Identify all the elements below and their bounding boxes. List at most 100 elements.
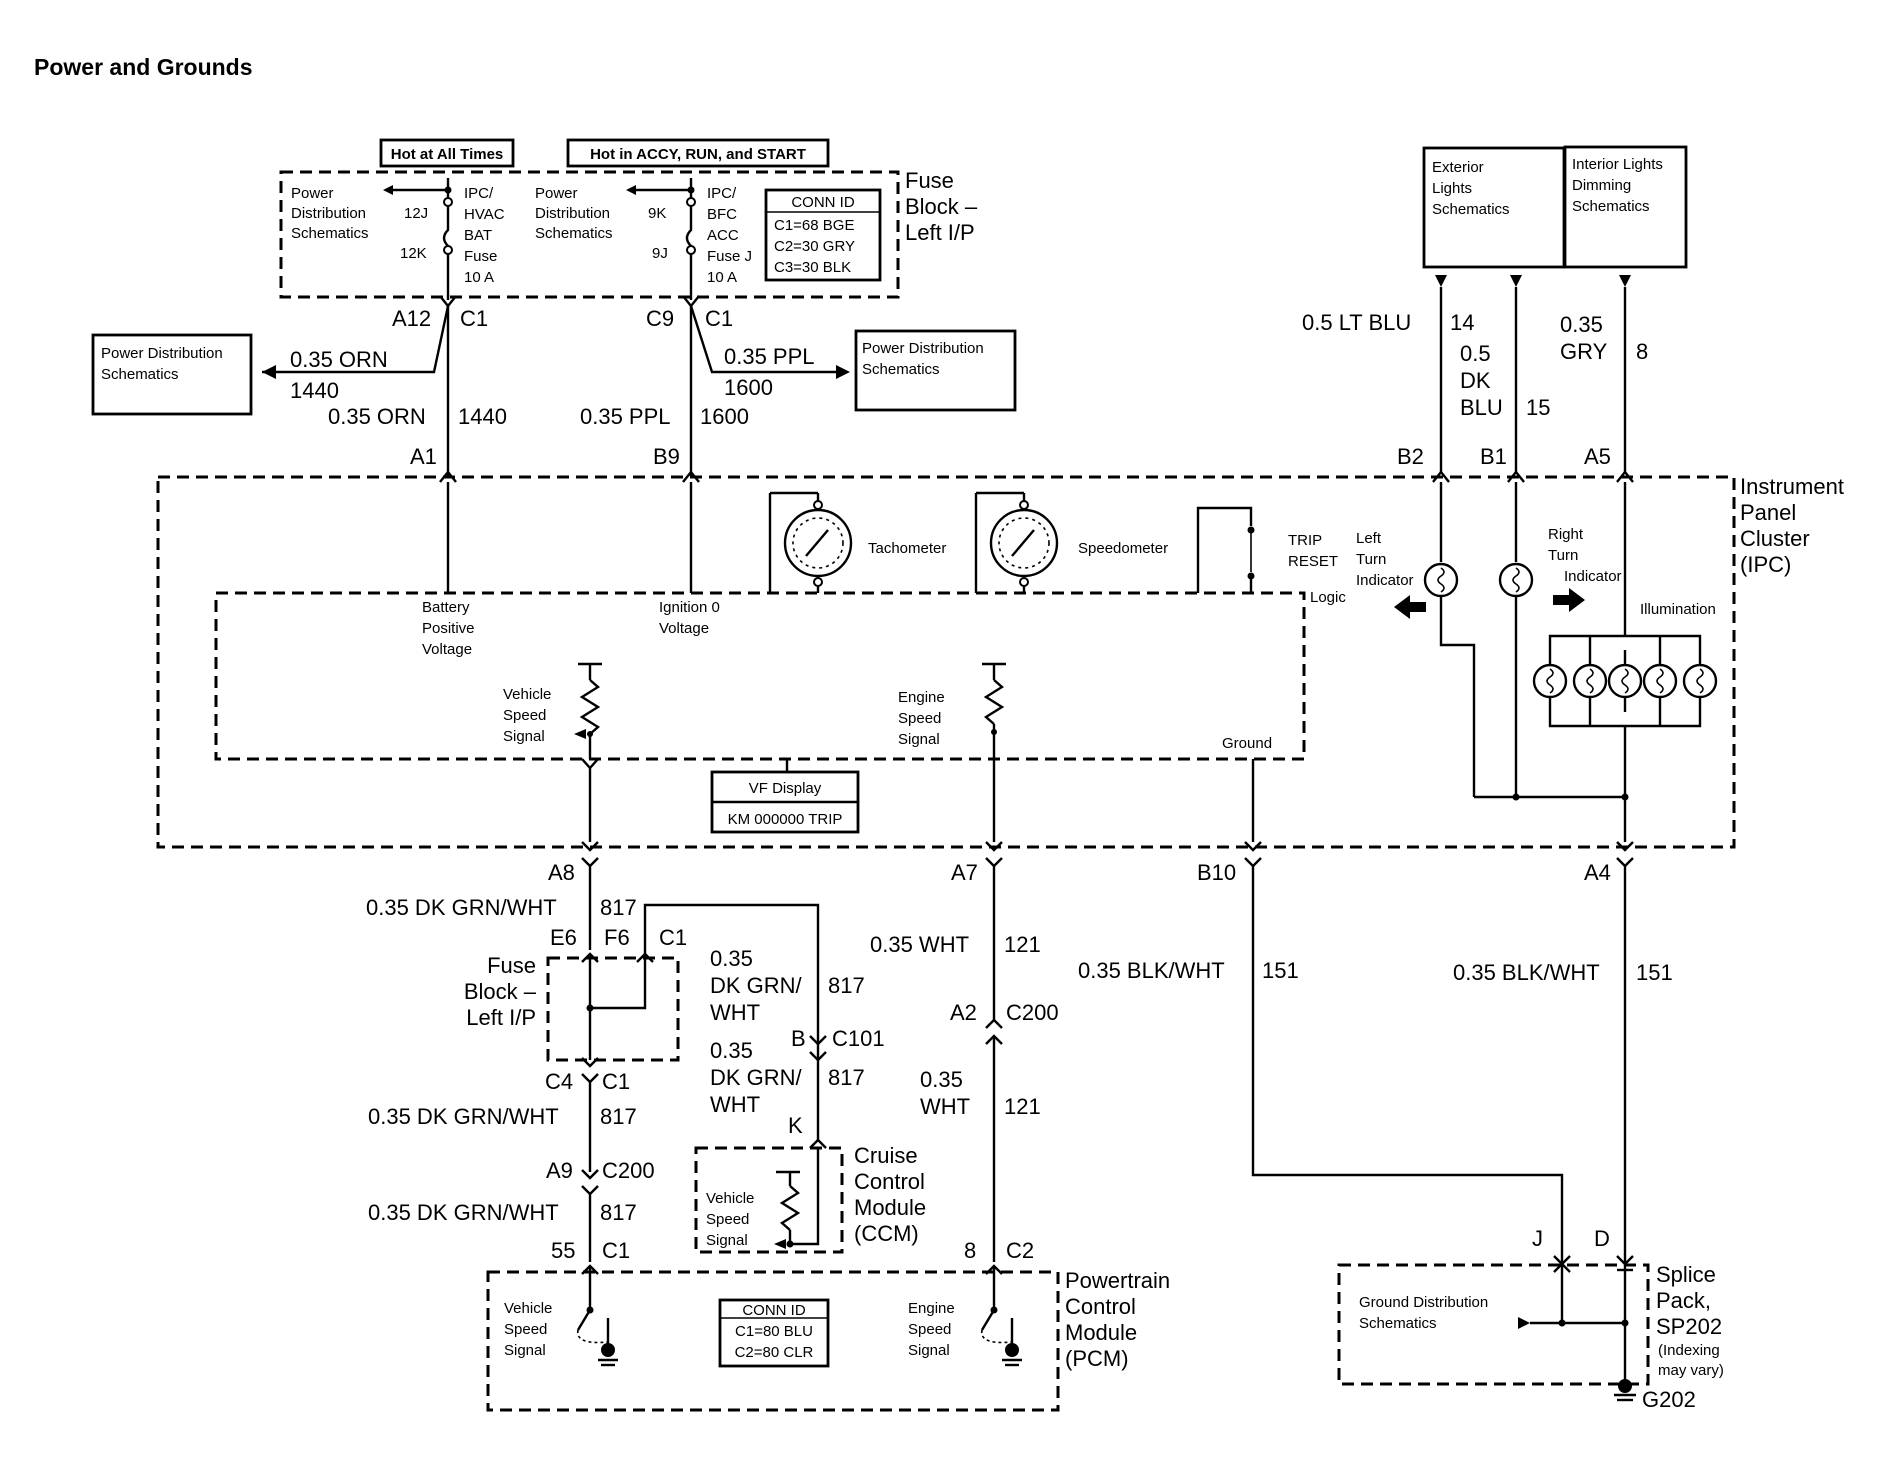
pds-left-line2: Distribution [291,205,366,222]
page-title: Power and Grounds [34,54,253,80]
connector-a1: A1 [410,444,437,469]
ipc-vss-line3: Signal [503,728,545,745]
conn-id-top-line1: CONN ID [791,194,855,211]
interior-line3: Schematics [1572,198,1650,215]
wire-blkwht2-circuit: 151 [1636,960,1673,985]
wire-wht2-size1: 0.35 [920,1067,963,1092]
exterior-lights-box [1422,146,1566,269]
arrow-left-icon [774,1239,786,1249]
hot-in-accy-label: Hot in ACCY, RUN, and START [590,146,806,163]
fuse-block-top: Hot at All Times Hot in ACCY, RUN, and S… [279,138,978,299]
ipc-name-line2: Panel [1740,500,1796,525]
pcm-name-line4: (PCM) [1065,1346,1129,1371]
pcm-vss-line2: Speed [504,1321,547,1338]
fuse-block-top-name-line2: Block – [905,194,978,219]
fuse2-label-line3: ACC [707,227,739,244]
left-turn-line1: Left [1356,530,1382,547]
pcm-ess-line3: Signal [908,1342,950,1359]
connector-b: B [791,1026,806,1051]
wire-1600-ppl: C9 C1 0.35 PPL 1600 0.35 PPL 1600 B9 [580,258,850,483]
wire-wht1-size: 0.35 WHT [870,932,969,957]
pcm-vss-line1: Vehicle [504,1300,552,1317]
splice-note-line1: (Indexing [1658,1342,1720,1359]
wire-orn-a-size: 0.35 ORN [290,347,388,372]
arrow-right-icon [1553,588,1585,612]
splice-name-line3: SP202 [1656,1314,1722,1339]
pcm-conn-id-line2: C1=80 BLU [735,1323,813,1340]
wire-dkgrn3-size2: DK GRN/ [710,1065,803,1090]
interior-line2: Dimming [1572,177,1631,194]
ipc-ess-line2: Speed [898,710,941,727]
gds-line1: Ground Distribution [1359,1294,1488,1311]
pds-ppl-line1: Power Distribution [862,340,984,357]
connector-c1-a: C1 [460,306,488,331]
wire-orn-b-circuit: 1440 [458,404,507,429]
fuse-block-top-name-line3: Left I/P [905,220,975,245]
wire-gry-size1: 0.35 [1560,312,1603,337]
wire-dkgrn2-size3: WHT [710,1000,760,1025]
connector-c1-e: C1 [602,1238,630,1263]
pds-left-line3: Schematics [291,225,369,242]
conn-id-top-line2: C1=68 BGE [774,217,854,234]
wire-ppl-b-size: 0.35 PPL [580,404,671,429]
vss-resistor-icon [574,662,602,842]
wire-151-grounds: 0.35 BLK/WHT 151 0.35 BLK/WHT 151 J D [1078,866,1673,1266]
fuse1-label-line1: IPC/ [464,185,494,202]
connector-a4: A4 [1584,860,1611,885]
wire-dkgrn2-size1: 0.35 [710,946,753,971]
exterior-line3: Schematics [1432,201,1510,218]
fuse1-pin-b: 12K [400,245,427,262]
wire-blkwht1-circuit: 151 [1262,958,1299,983]
wire-817-chain: 0.35 DK GRN/WHT 817 E6 F6 C1 Fuse Block … [366,866,885,1263]
connector-b1: B1 [1480,444,1507,469]
connector-c1-b: C1 [705,306,733,331]
battery-line2: Positive [422,620,475,637]
connector-c200-b: C200 [602,1158,655,1183]
connector-c1-d: C1 [602,1069,630,1094]
hot-at-all-times-label: Hot at All Times [391,146,504,163]
wire-dkblu-circuit: 15 [1526,395,1550,420]
pcm: Vehicle Speed Signal Engine Speed Signal… [486,1264,1170,1412]
connector-a5: A5 [1584,444,1611,469]
fuse2-label-line4: Fuse J [707,248,752,265]
connector-c1-c: C1 [659,925,687,950]
ccm-name-line1: Cruise [854,1143,918,1168]
pds-orn-box [91,333,253,416]
logic-label: Logic [1310,589,1346,606]
gds-line2: Schematics [1359,1315,1437,1332]
pds-orn-line1: Power Distribution [101,345,223,362]
right-turn-line1: Right [1548,526,1584,543]
reset-label: RESET [1288,553,1338,570]
splice-name-line1: Splice [1656,1262,1716,1287]
splice-note-line2: may vary) [1658,1362,1724,1379]
pcm-name-line3: Module [1065,1320,1137,1345]
fuse1-pin-a: 12J [404,205,428,222]
fuse1-label-line5: 10 A [464,269,494,286]
pds-right-line2: Distribution [535,205,610,222]
ground-icon [1618,1379,1632,1393]
connector-8: 8 [964,1238,976,1263]
speedometer-icon [974,491,1059,593]
ipc-name-line4: (IPC) [1740,552,1791,577]
fuse-block-top-name-line1: Fuse [905,168,954,193]
vf-display-label: VF Display [749,780,822,797]
connector-a9: A9 [546,1158,573,1183]
ccm: Vehicle Speed Signal Cruise Control Modu… [694,1143,926,1254]
exterior-line1: Exterior [1432,159,1484,176]
fuse2-pin-a: 9K [648,205,666,222]
pds-left-line1: Power [291,185,334,202]
wire-ppl-a-circuit: 1600 [724,375,773,400]
connector-e6: E6 [550,925,577,950]
splice-pack: Ground Distribution Schematics G202 Spli… [1337,1262,1724,1412]
fuse1-label-line3: BAT [464,227,492,244]
illumination-lamps [1532,482,1718,797]
ccm-vss-line2: Speed [706,1211,749,1228]
ignition-line1: Ignition 0 [659,599,720,616]
connector-b9: B9 [653,444,680,469]
hot-at-all-times-box [379,138,515,168]
connector-b2: B2 [1397,444,1424,469]
ccm-name-line2: Control [854,1169,925,1194]
ccm-vss-line1: Vehicle [706,1190,754,1207]
connector-f6: F6 [604,925,630,950]
